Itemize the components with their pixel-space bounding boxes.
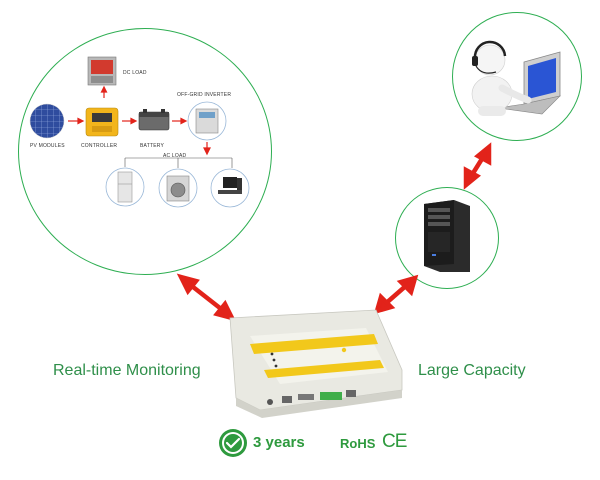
dc-load-icon: [87, 56, 117, 86]
caption-large-capacity: Large Capacity: [418, 362, 526, 379]
computer-icon: [210, 168, 250, 208]
controller-icon: [85, 107, 119, 137]
monitoring-device-icon: [229, 309, 403, 418]
rohs-mark: RoHS: [340, 436, 376, 451]
label-battery: BATTERY: [140, 143, 164, 149]
server-icon: [424, 200, 470, 272]
label-pv-modules: PV MODULES: [30, 143, 65, 149]
inverter-icon: [187, 101, 227, 141]
label-dc-load: DC LOAD: [123, 70, 147, 76]
caption-real-time-monitoring: Real-time Monitoring: [53, 362, 201, 379]
fridge-icon: [105, 167, 145, 207]
pv-modules-icon: [29, 103, 65, 139]
support-agent-icon: [471, 40, 561, 116]
label-controller: CONTROLLER: [81, 143, 118, 149]
washing-machine-icon: [158, 168, 198, 208]
warranty-text: 3 years: [253, 434, 305, 451]
warranty-badge-icon: [219, 429, 247, 457]
battery-icon: [138, 109, 170, 131]
label-off-grid-inverter: OFF-GRID INVERTER: [177, 92, 232, 98]
label-ac-load: AC LOAD: [163, 153, 187, 159]
ce-mark: CE: [382, 431, 407, 452]
system-diagram-circle: [18, 28, 272, 275]
